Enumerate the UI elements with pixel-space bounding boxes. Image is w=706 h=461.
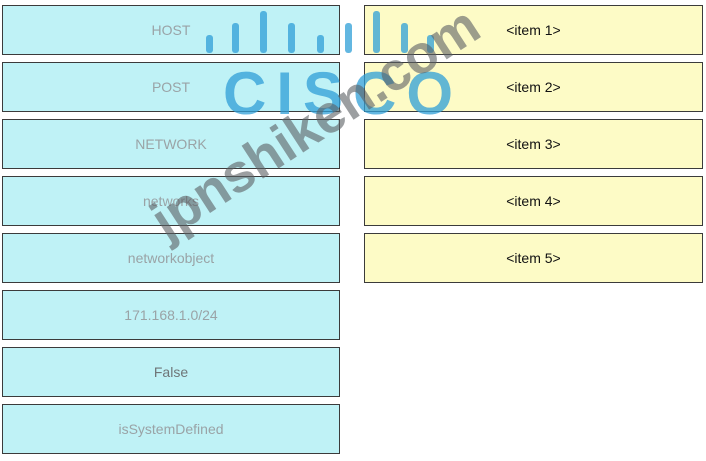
option-tile-subnet[interactable]: 171.168.1.0/24 xyxy=(2,290,340,340)
drop-target-item-3[interactable]: <item 3> xyxy=(364,119,703,169)
option-tile-issystemdefined[interactable]: isSystemDefined xyxy=(2,404,340,454)
option-tile-host[interactable]: HOST xyxy=(2,5,340,55)
drop-target-item-1[interactable]: <item 1> xyxy=(364,5,703,55)
drop-target-item-4[interactable]: <item 4> xyxy=(364,176,703,226)
option-tile-networkobject[interactable]: networkobject xyxy=(2,233,340,283)
drop-target-item-2[interactable]: <item 2> xyxy=(364,62,703,112)
option-tile-network[interactable]: NETWORK xyxy=(2,119,340,169)
answer-options-list: HOST POST NETWORK networks networkobject… xyxy=(2,5,340,461)
drop-target-item-5[interactable]: <item 5> xyxy=(364,233,703,283)
option-tile-false[interactable]: False xyxy=(2,347,340,397)
option-tile-post[interactable]: POST xyxy=(2,62,340,112)
option-tile-networks[interactable]: networks xyxy=(2,176,340,226)
drop-targets-list: <item 1> <item 2> <item 3> <item 4> <ite… xyxy=(364,5,703,290)
